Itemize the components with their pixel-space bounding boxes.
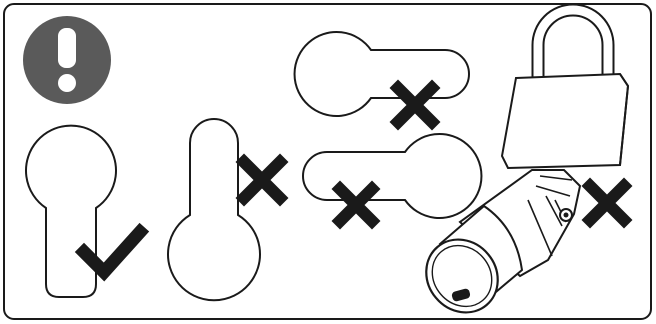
exclamation-icon	[23, 16, 111, 104]
cross-icon	[581, 177, 633, 229]
inverted-keyhole-profile	[167, 118, 261, 302]
cross-icon	[389, 79, 441, 131]
cross-icon	[331, 180, 381, 230]
padlock-with-cylinder	[425, 3, 630, 314]
cross-icon	[235, 153, 289, 207]
checkmark-icon	[74, 222, 150, 282]
